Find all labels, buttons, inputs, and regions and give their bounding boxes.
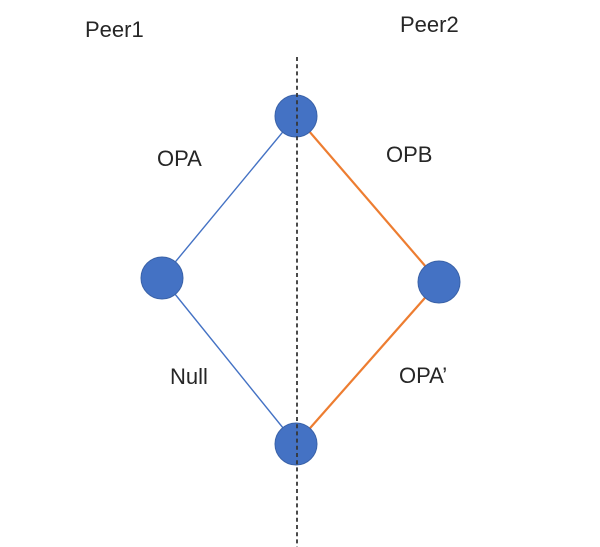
edge-opb-line: [295, 115, 440, 283]
node-top: [274, 94, 318, 138]
node-bottom: [274, 422, 318, 466]
edge-null-label: Null: [170, 364, 208, 389]
peer2-label: Peer2: [400, 12, 459, 37]
edge-opa-label: OPA: [157, 146, 202, 171]
edge-opa-prime-line: [295, 281, 440, 445]
edge-opb-label: OPB: [386, 142, 433, 167]
edge-opa-line: [161, 115, 297, 279]
peer1-label: Peer1: [85, 17, 144, 42]
node-left: [140, 256, 184, 300]
edge-null-line: [161, 277, 297, 445]
edge-opa-prime-label: OPA’: [399, 363, 448, 388]
node-right: [417, 260, 461, 304]
